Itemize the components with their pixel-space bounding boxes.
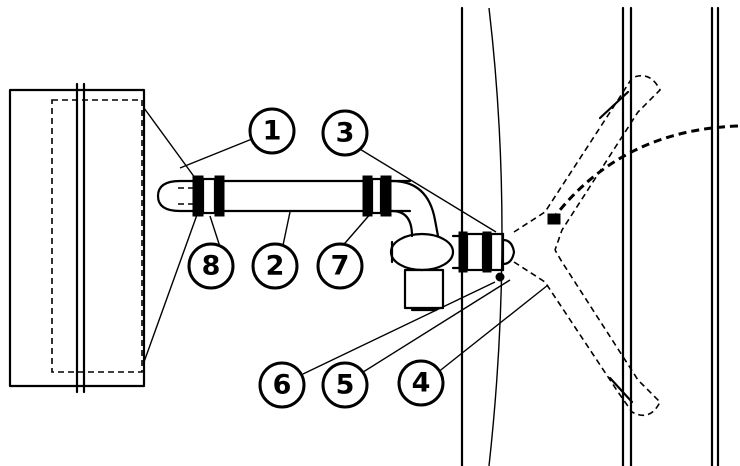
y-duct (513, 74, 739, 417)
callout-7: 7 (316, 242, 364, 290)
callout-1: 1 (248, 107, 296, 155)
callout-label-3: 3 (336, 118, 355, 149)
pipe-assembly (156, 175, 440, 238)
leader-lines (143, 107, 549, 375)
wall-frame (460, 6, 720, 466)
callout-label-1: 1 (263, 116, 282, 147)
callout-3: 3 (321, 109, 369, 157)
callout-label-2: 2 (266, 251, 285, 282)
housing-box (8, 82, 146, 394)
callout-4: 4 (397, 359, 445, 407)
callout-label-7: 7 (331, 251, 350, 282)
callout-label-5: 5 (336, 370, 355, 401)
callout-label-4: 4 (412, 368, 431, 399)
callout-6: 6 (258, 361, 306, 409)
callout-8: 8 (187, 242, 235, 290)
callout-2: 2 (251, 242, 299, 290)
callout-label-8: 8 (202, 251, 221, 282)
callout-label-6: 6 (273, 370, 292, 401)
callout-5: 5 (321, 361, 369, 409)
blower-motor (389, 231, 516, 312)
